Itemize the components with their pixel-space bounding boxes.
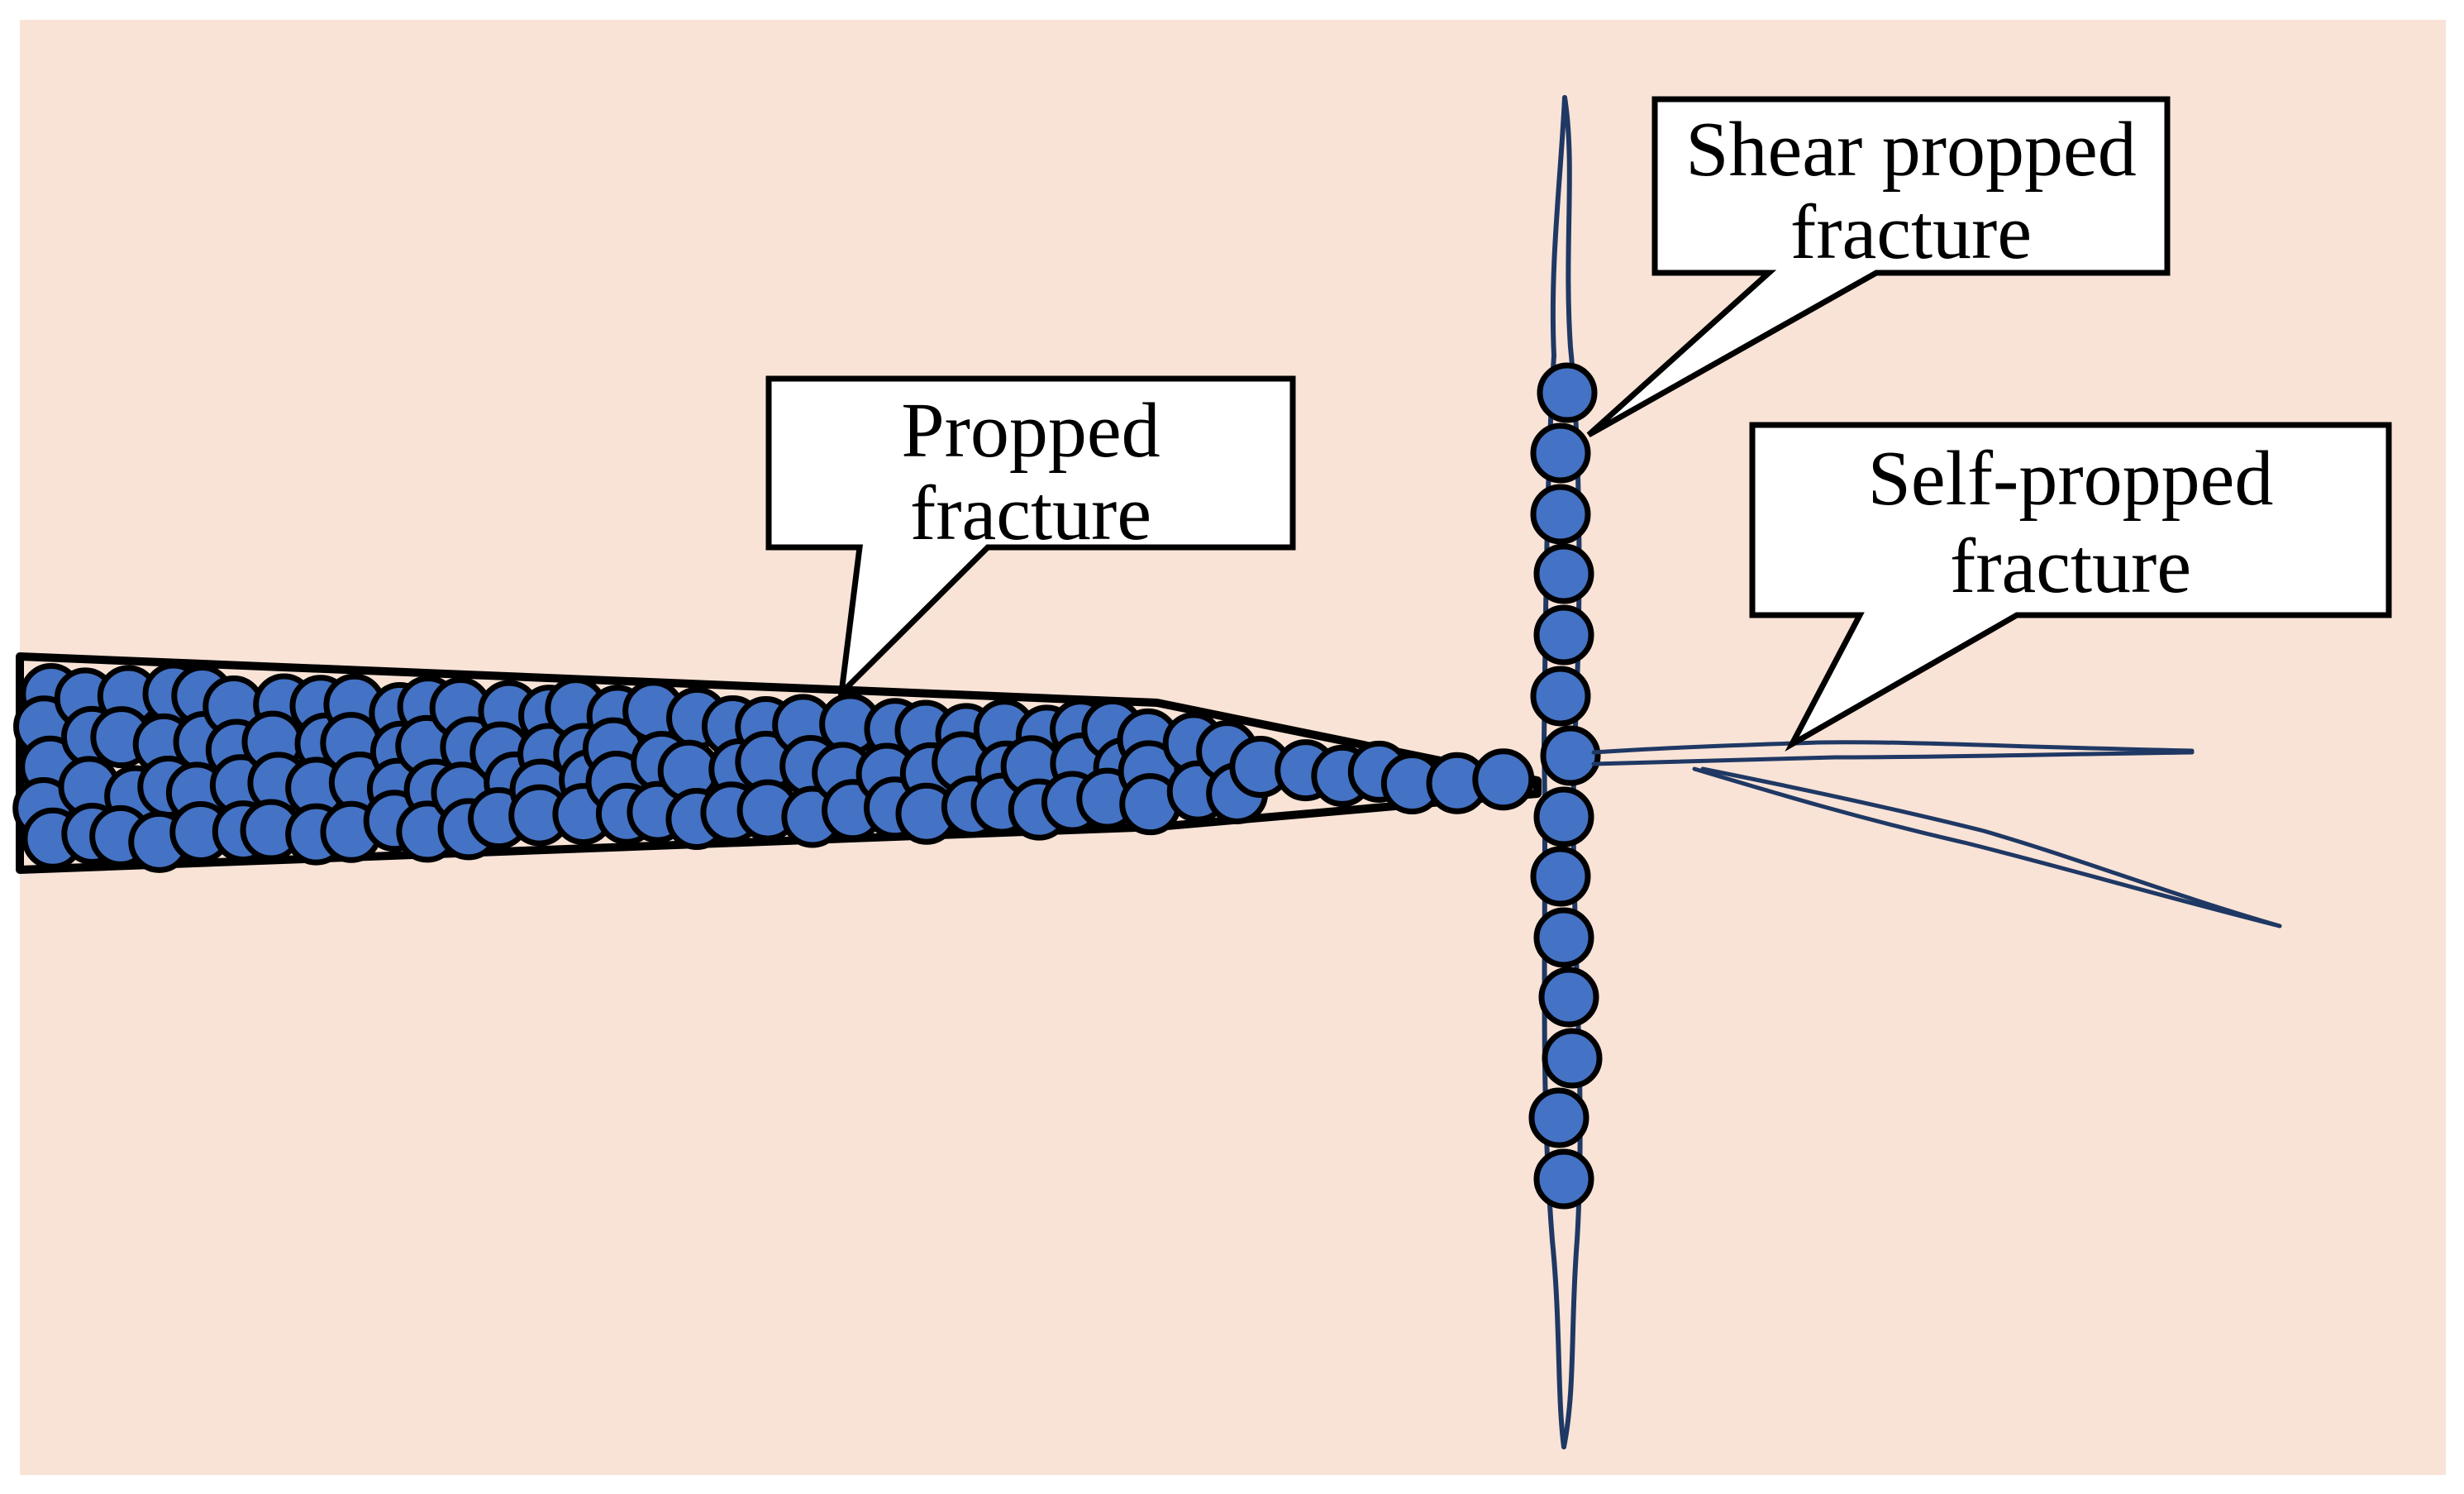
shear-proppant-grain <box>1530 666 1591 727</box>
shear-proppant-grain <box>1533 604 1594 666</box>
shear-proppant-grain <box>1533 1148 1594 1210</box>
shear-propped-fracture-label-line1: Shear propped <box>1685 107 2137 193</box>
shear-fracture-proppant <box>1528 362 1603 1210</box>
shear-proppant-grain <box>1528 1087 1589 1148</box>
self-propped-fracture-label-line2: fracture <box>1950 523 2191 609</box>
shear-proppant-grain <box>1533 907 1594 968</box>
self-propped-fracture-label-line1: Self-propped <box>1868 436 2274 522</box>
shear-proppant-grain <box>1530 846 1591 907</box>
shear-propped-fracture-label-line2: fracture <box>1790 189 2032 275</box>
proppant-grain <box>1472 748 1535 811</box>
propped-fracture-label-line2: fracture <box>910 470 1151 556</box>
shear-proppant-grain <box>1530 422 1591 484</box>
self-propped-fractures <box>1591 740 2282 928</box>
propped-fracture-callout-box <box>765 375 1296 701</box>
shear-proppant-grain <box>1542 1028 1603 1089</box>
shear-proppant-grain <box>1530 484 1591 545</box>
shear-proppant-grain <box>1537 362 1598 423</box>
self-propped-fracture-callout-box <box>1749 422 2392 752</box>
self-propped-fracture-callout: Self-propped fracture <box>1749 422 2392 752</box>
shear-propped-fracture-callout-box <box>1586 96 2171 438</box>
propped-fracture-label-line1: Propped <box>901 388 1160 474</box>
propped-fracture-callout: Propped fracture <box>765 375 1296 701</box>
propped-fracture-proppant <box>12 662 1535 873</box>
shear-proppant-grain <box>1533 543 1594 604</box>
shear-proppant-grain <box>1538 967 1599 1028</box>
shear-propped-fracture-callout: Shear propped fracture <box>1586 96 2171 438</box>
shear-proppant-grain <box>1540 725 1601 786</box>
shear-proppant-grain <box>1533 786 1594 847</box>
